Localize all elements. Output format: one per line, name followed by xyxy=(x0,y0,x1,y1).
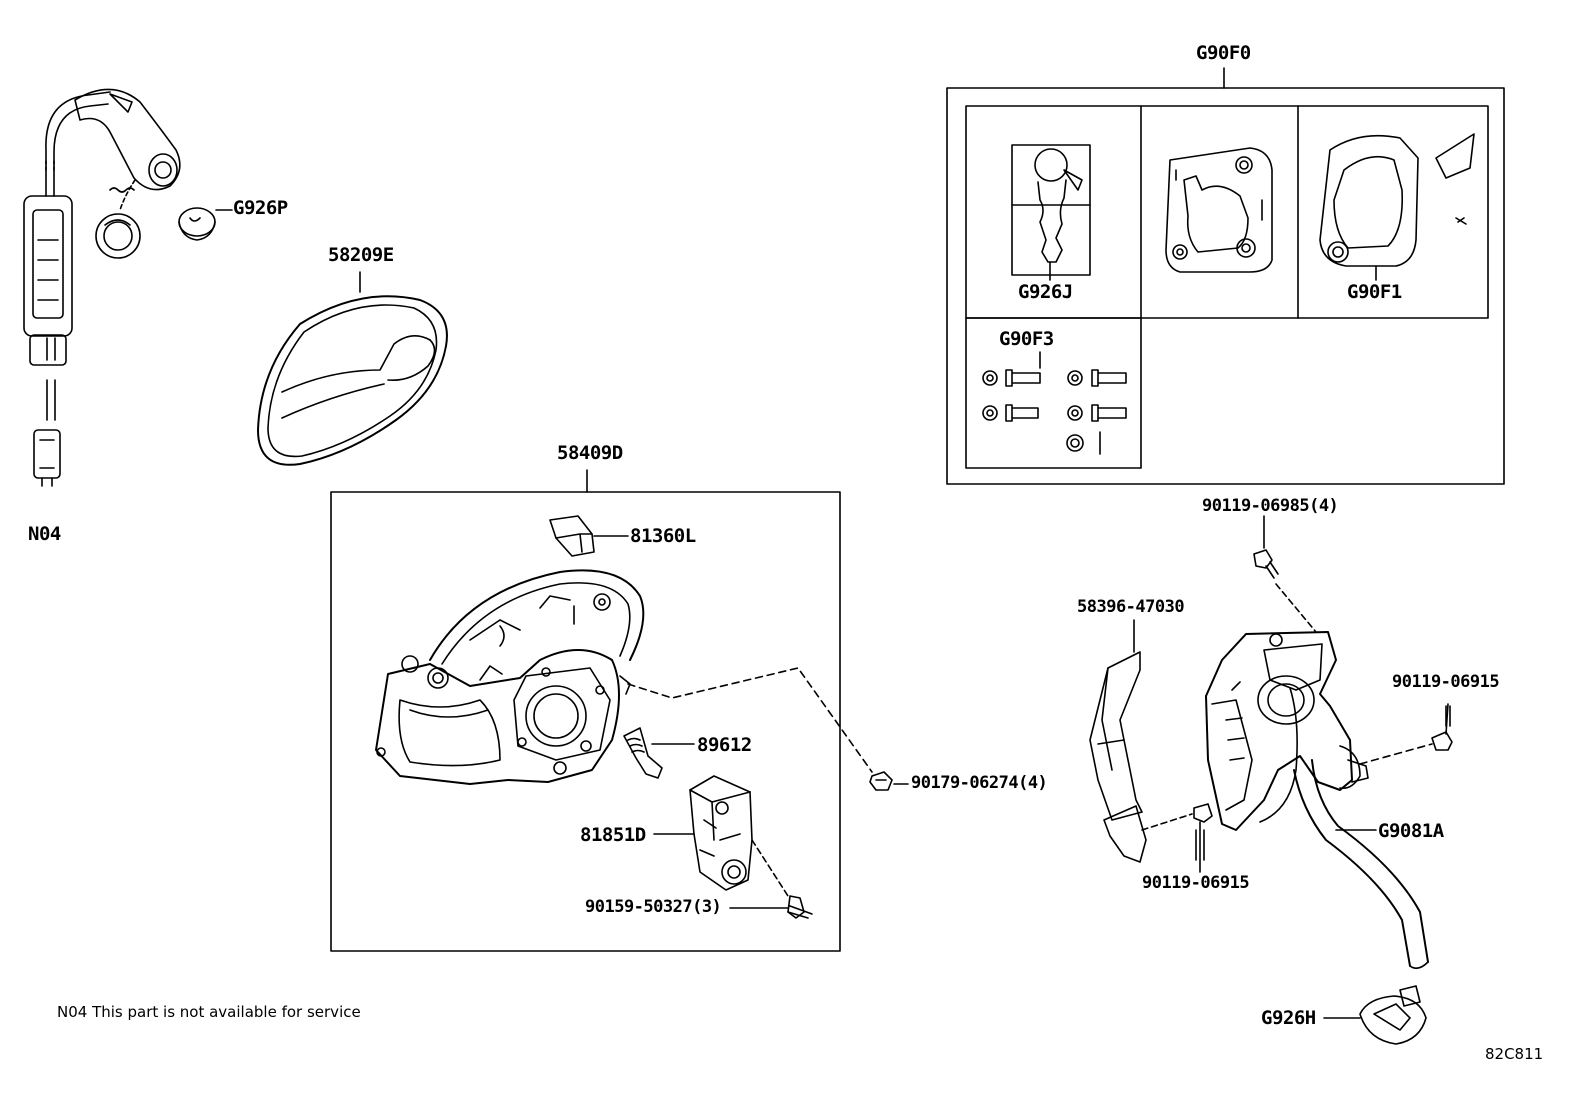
label-58209e: 58209E xyxy=(328,244,394,266)
bolt-90119-06915-bottom xyxy=(1193,803,1213,873)
leader-dashed-right xyxy=(1359,743,1433,765)
leader-dashed-bracket xyxy=(1141,813,1193,831)
label-89612: 89612 xyxy=(697,734,752,756)
actuator-81851d xyxy=(653,775,789,897)
kit-box-g90f0 xyxy=(946,67,1505,485)
lock-core-g926j xyxy=(1011,144,1091,281)
bolt-90119-06985 xyxy=(1253,515,1317,633)
gasket-g90f1 xyxy=(1319,133,1475,281)
label-90119-06985: 90119-06985(4) xyxy=(1202,496,1339,516)
label-90119-06915-bottom: 90119-06915 xyxy=(1142,873,1250,893)
diagram-code: 82C811 xyxy=(1485,1045,1544,1063)
leader-dashed-90179 xyxy=(627,667,873,773)
cap-g926p xyxy=(178,207,233,241)
inlet-assembly xyxy=(1205,631,1369,831)
assembly-box-58409d xyxy=(330,469,841,952)
label-81360l: 81360L xyxy=(630,525,696,547)
label-g926h: G926H xyxy=(1261,1007,1316,1029)
charging-cable-n04 xyxy=(23,88,181,487)
clip-g926h xyxy=(1323,985,1427,1045)
label-90179-06274: 90179-06274(4) xyxy=(911,773,1048,793)
fuel-lid-58209e xyxy=(257,271,448,466)
sensor-89612 xyxy=(623,727,695,779)
bracket-58396-47030 xyxy=(1089,619,1147,863)
hose-g9081a xyxy=(1293,759,1429,970)
label-n04: N04 xyxy=(28,523,61,545)
label-g90f3: G90F3 xyxy=(999,328,1054,350)
label-81851d: 81851D xyxy=(580,824,646,846)
footnote: N04 This part is not available for servi… xyxy=(57,1003,361,1021)
label-58409d: 58409D xyxy=(557,442,623,464)
bolt-90179 xyxy=(869,771,909,791)
label-g9081a: G9081A xyxy=(1378,820,1444,842)
screw-set-g90f3 xyxy=(982,351,1127,455)
fuel-door-housing xyxy=(375,569,645,785)
bolt-90119-06915-right xyxy=(1431,703,1453,751)
label-g926j: G926J xyxy=(1018,281,1073,303)
connector-81360l xyxy=(549,515,629,557)
housing-part xyxy=(1165,147,1273,273)
label-90119-06915-right: 90119-06915 xyxy=(1392,672,1500,692)
label-g90f1: G90F1 xyxy=(1347,281,1402,303)
label-90159-50327: 90159-50327(3) xyxy=(585,897,722,917)
label-g926p: G926P xyxy=(233,197,288,219)
screw-90159 xyxy=(729,895,813,919)
label-58396-47030: 58396-47030 xyxy=(1077,597,1185,617)
label-g90f0: G90F0 xyxy=(1196,42,1251,64)
